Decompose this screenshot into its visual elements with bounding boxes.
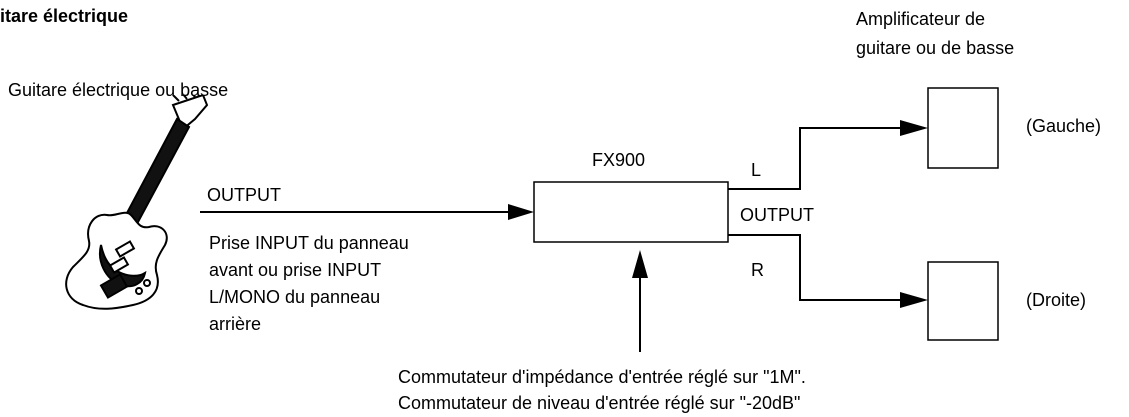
device-output-label: OUTPUT [740, 204, 814, 226]
amp-label-line-2: guitare ou de basse [856, 37, 1014, 59]
channel-r-label: R [751, 259, 764, 281]
electric-guitar-icon [55, 95, 215, 325]
input-arrowhead [508, 204, 534, 220]
device-label: FX900 [592, 149, 645, 171]
channel-l-label: L [751, 159, 761, 181]
section-title: itare électrique [0, 5, 128, 27]
switch-note-line-1: Commutateur d'impédance d'entrée réglé s… [398, 366, 806, 388]
guitar-label: Guitare électrique ou basse [8, 79, 228, 101]
input-note-line-1: Prise INPUT du panneau [209, 232, 409, 254]
left-arrowhead [900, 120, 928, 136]
input-note-line-2: avant ou prise INPUT [209, 259, 381, 281]
guitar-output-label: OUTPUT [207, 184, 281, 206]
droite-label: (Droite) [1026, 289, 1086, 311]
amp-right-box [928, 262, 998, 340]
gauche-label: (Gauche) [1026, 115, 1101, 137]
amp-left-box [928, 88, 998, 168]
input-note-line-3: L/MONO du panneau [209, 286, 380, 308]
fx900-box [534, 182, 728, 242]
right-arrowhead [900, 292, 928, 308]
input-note-line-4: arrière [209, 313, 261, 335]
amp-label-line-1: Amplificateur de [856, 8, 985, 30]
switch-arrowhead [632, 250, 648, 278]
switch-note-line-2: Commutateur de niveau d'entrée réglé sur… [398, 392, 800, 414]
